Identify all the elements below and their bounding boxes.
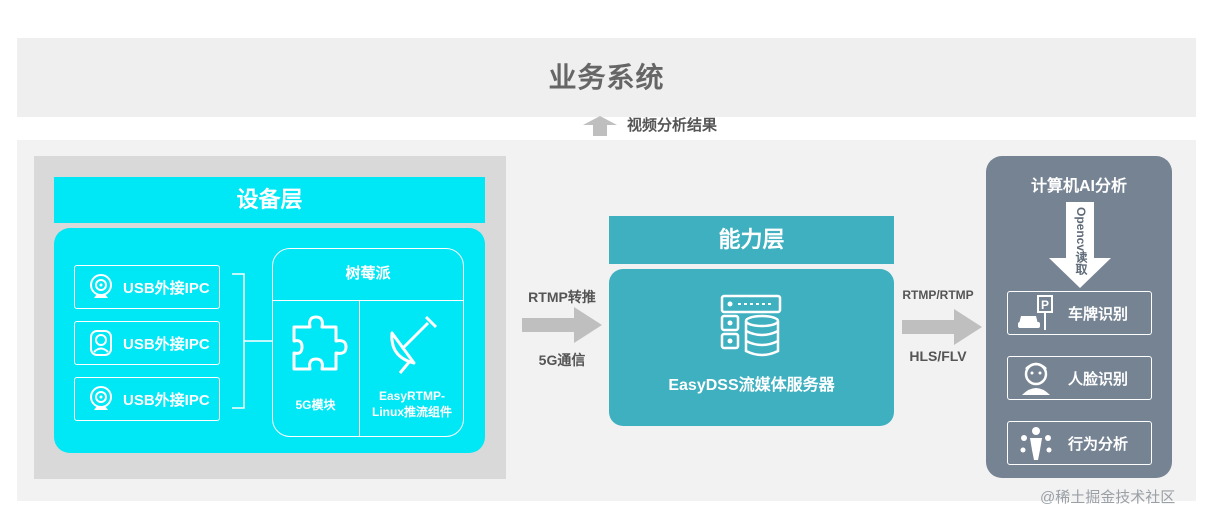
business-system-bar: 业务系统 (17, 38, 1196, 117)
down-arrow-icon (1049, 202, 1111, 288)
result-label: 视频分析结果 (627, 117, 718, 134)
watermark: @稀土掘金技术社区 (1040, 489, 1176, 506)
ai-item-label: 人脸识别 (1068, 370, 1129, 388)
connector-bracket (232, 273, 272, 409)
webcam-icon (81, 267, 121, 307)
license-plate-icon: P (1014, 293, 1058, 333)
ai-item-label: 行为分析 (1068, 435, 1129, 453)
easyrtmp-line1: EasyRTMP- (378, 389, 446, 403)
usb-ipc-label: USB外接IPC (123, 279, 210, 297)
svg-text:P: P (1041, 298, 1049, 312)
ai-analysis-title: 计算机AI分析 (1030, 178, 1127, 195)
webcam-icon (81, 379, 121, 419)
device-layer-title: 设备层 (54, 177, 485, 223)
right-arrow-icon (522, 307, 602, 343)
behavior-icon (1014, 423, 1058, 463)
flow2-top-label: RTMP/RTMP (902, 288, 974, 302)
usb-ipc-item: USB外接IPC (74, 377, 220, 421)
flow1-top-label: RTMP转推 (528, 289, 596, 305)
usb-ipc-item: USB外接IPC (74, 321, 220, 365)
opencv-label: Opencv读取 (1074, 207, 1088, 276)
flow2-bottom-label: HLS/FLV (909, 348, 967, 364)
capability-layer-title: 能力层 (609, 216, 894, 264)
usb-ipc-item: USB外接IPC (74, 265, 220, 309)
business-system-title: 业务系统 (548, 62, 665, 93)
divider (272, 300, 464, 301)
ai-item-label: 车牌识别 (1068, 305, 1129, 323)
up-arrow-icon (583, 116, 617, 136)
usb-ipc-label: USB外接IPC (123, 335, 210, 353)
ai-item-license-plate: P 车牌识别 (1007, 291, 1152, 335)
usb-ipc-label: USB外接IPC (123, 391, 210, 409)
satellite-dish-icon (390, 315, 438, 374)
flow1-bottom-label: 5G通信 (538, 352, 586, 368)
server-database-icon (720, 294, 782, 357)
divider (359, 300, 360, 437)
raspberry-pi-box (272, 248, 464, 437)
module-5g-label: 5G模块 (295, 398, 336, 412)
right-arrow-icon (902, 309, 982, 345)
easyrtmp-pusher-label: EasyRTMP- Linux推流组件 (360, 388, 464, 420)
raspberry-pi-title: 树莓派 (345, 265, 391, 282)
ai-item-face: 人脸识别 (1007, 356, 1152, 400)
ai-item-behavior: 行为分析 (1007, 421, 1152, 465)
puzzle-icon (292, 315, 348, 371)
camera-icon (81, 323, 121, 363)
face-icon (1014, 358, 1058, 398)
server-name: EasyDSS流媒体服务器 (668, 377, 835, 394)
easyrtmp-line2: Linux推流组件 (372, 405, 452, 419)
